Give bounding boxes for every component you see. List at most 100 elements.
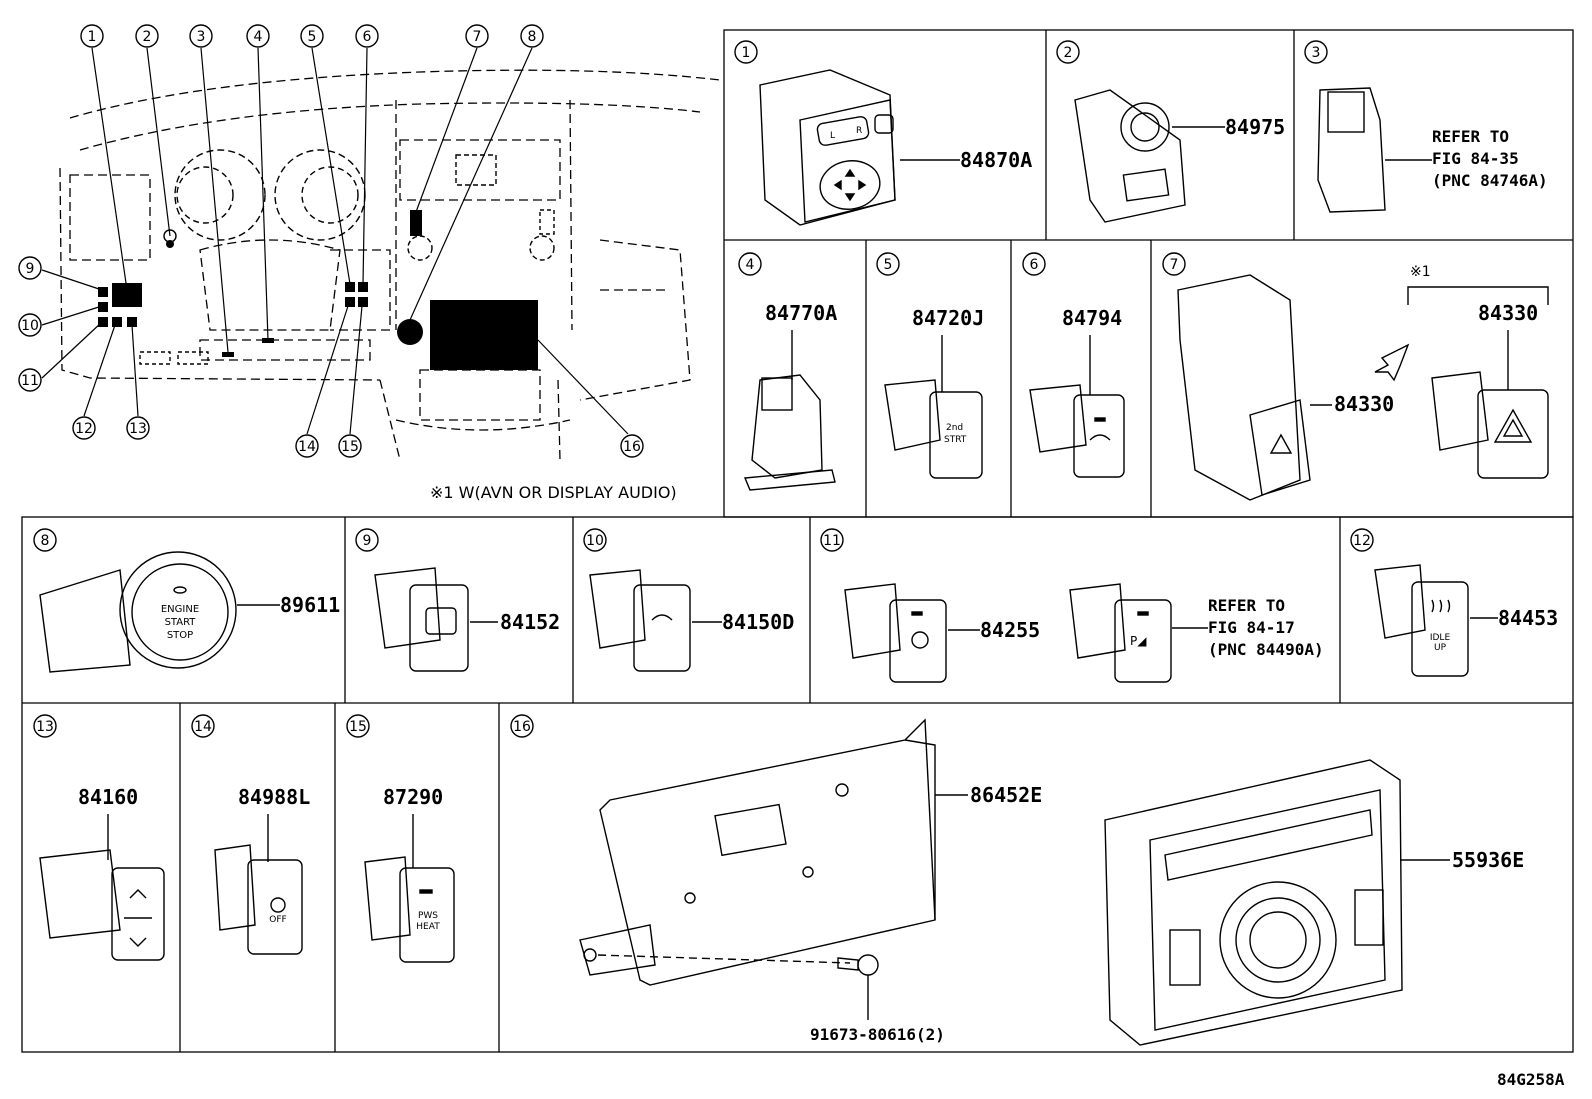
panel-6: 6 84794	[1022, 252, 1125, 478]
part-number: 87290	[383, 785, 443, 809]
heat-label: HEAT	[416, 922, 440, 932]
svg-text:16: 16	[623, 439, 641, 455]
refer-line-2: FIG 84-17	[1208, 618, 1295, 637]
overview-callout-11: 11	[18, 368, 42, 392]
svg-text:13: 13	[36, 719, 54, 735]
refer-line-3: (PNC 84490A)	[1208, 640, 1324, 659]
panel-15: 15 87290 PWS HEAT	[346, 714, 455, 963]
panel-7: 7 84330 ※1 84330	[1162, 252, 1549, 501]
svg-text:10: 10	[586, 533, 604, 549]
overview-callout-7: 7	[465, 24, 489, 48]
svg-text:3: 3	[1312, 45, 1321, 61]
svg-text:7: 7	[473, 29, 482, 45]
overview-callout-3: 3	[189, 24, 213, 48]
overview-callout-4: 4	[246, 24, 270, 48]
mirror-l-label: L	[830, 131, 835, 141]
svg-text:12: 12	[1353, 533, 1371, 549]
overview-callout-5: 5	[300, 24, 324, 48]
panel-8: 8 ENGINE START STOP 89611	[33, 528, 340, 673]
svg-text:8: 8	[528, 29, 537, 45]
dashboard-overview: 1 2 3 4 5 6 7 8 9 10 11 12 13 14 15 16 ※…	[18, 24, 721, 502]
part-number: 84720J	[912, 306, 984, 330]
part-number: 84870A	[960, 148, 1032, 172]
p-assist-label: P◢	[1130, 634, 1147, 648]
overview-callout-12: 12	[72, 416, 96, 440]
svg-text:14: 14	[298, 439, 316, 455]
panel-14: 14 84988L OFF	[191, 714, 310, 955]
svg-text:7: 7	[1170, 257, 1179, 273]
star-mark: ※1	[1410, 264, 1431, 280]
part-number: 84453	[1498, 606, 1558, 630]
part-number: 91673-80616(2)	[810, 1025, 945, 1044]
overview-callout-16: 16	[620, 434, 644, 458]
engine-label-3: STOP	[167, 630, 193, 641]
svg-text:12: 12	[75, 421, 93, 437]
svg-text:16: 16	[513, 719, 531, 735]
svg-text:5: 5	[884, 257, 893, 273]
svg-text:15: 15	[341, 439, 359, 455]
panel-10: 10 84150D	[583, 528, 794, 672]
overview-callout-14: 14	[295, 434, 319, 458]
part-number: 84255	[980, 618, 1040, 642]
panel-13: 13 84160	[33, 714, 165, 961]
svg-text:2: 2	[1064, 45, 1073, 61]
off-label: OFF	[269, 915, 286, 925]
overview-callout-13: 13	[126, 416, 150, 440]
part-number: 86452E	[970, 783, 1042, 807]
svg-text:6: 6	[363, 29, 372, 45]
overview-callout-1: 1	[80, 24, 104, 48]
svg-text:3: 3	[197, 29, 206, 45]
svg-text:9: 9	[26, 261, 35, 277]
panel-4: 4 84770A	[738, 252, 837, 491]
svg-text:2: 2	[143, 29, 152, 45]
svg-text:5: 5	[308, 29, 317, 45]
overview-callout-6: 6	[355, 24, 379, 48]
overview-callout-8: 8	[520, 24, 544, 48]
part-number: 84330	[1478, 301, 1538, 325]
diagram-id: 84G258A	[1497, 1070, 1565, 1089]
refer-line-3: (PNC 84746A)	[1432, 171, 1548, 190]
svg-text:15: 15	[349, 719, 367, 735]
idle-up-label-2: UP	[1434, 643, 1447, 653]
panel-11: 11 84255 P◢ REFER TO FIG 84-17 (PNC 8449…	[820, 528, 1324, 683]
overview-callout-15: 15	[338, 434, 362, 458]
second-start-label-2: STRT	[944, 435, 967, 445]
svg-text:4: 4	[254, 29, 263, 45]
panel-12: 12 IDLE UP 84453	[1350, 528, 1558, 677]
panel-5: 5 84720J 2nd STRT	[876, 252, 984, 479]
part-number: 89611	[280, 593, 340, 617]
panel-grid	[21, 29, 1574, 1053]
svg-text:4: 4	[746, 257, 755, 273]
panel-9: 9 84152	[355, 528, 560, 672]
svg-text:13: 13	[129, 421, 147, 437]
engine-label-1: ENGINE	[161, 604, 199, 615]
refer-line-1: REFER TO	[1432, 127, 1509, 146]
panel-1: 1 L R 84870A	[734, 40, 1032, 226]
mirror-r-label: R	[856, 126, 862, 136]
callout-number: 1	[88, 29, 97, 45]
svg-text:9: 9	[363, 533, 372, 549]
svg-text:11: 11	[823, 533, 841, 549]
refer-line-2: FIG 84-35	[1432, 149, 1519, 168]
panel-16: 16 86452E 91673-80616(2) 55936E	[510, 714, 1524, 1046]
part-number: 84152	[500, 610, 560, 634]
svg-text:1: 1	[742, 45, 751, 61]
pws-label: PWS	[418, 911, 438, 921]
overview-callout-2: 2	[135, 24, 159, 48]
svg-text:14: 14	[194, 719, 212, 735]
panel-3: 3 REFER TO FIG 84-35 (PNC 84746A)	[1304, 40, 1548, 213]
part-number: 84794	[1062, 306, 1122, 330]
part-number: 84330	[1334, 392, 1394, 416]
svg-text:11: 11	[21, 373, 39, 389]
refer-line-1: REFER TO	[1208, 596, 1285, 615]
part-number: 84770A	[765, 301, 837, 325]
svg-text:6: 6	[1030, 257, 1039, 273]
second-start-label-1: 2nd	[946, 423, 963, 433]
part-number: 84988L	[238, 785, 310, 809]
part-number: 84150D	[722, 610, 794, 634]
part-number: 84160	[78, 785, 138, 809]
idle-up-label-1: IDLE	[1430, 633, 1451, 643]
svg-text:10: 10	[21, 318, 39, 334]
engine-label-2: START	[165, 617, 197, 628]
